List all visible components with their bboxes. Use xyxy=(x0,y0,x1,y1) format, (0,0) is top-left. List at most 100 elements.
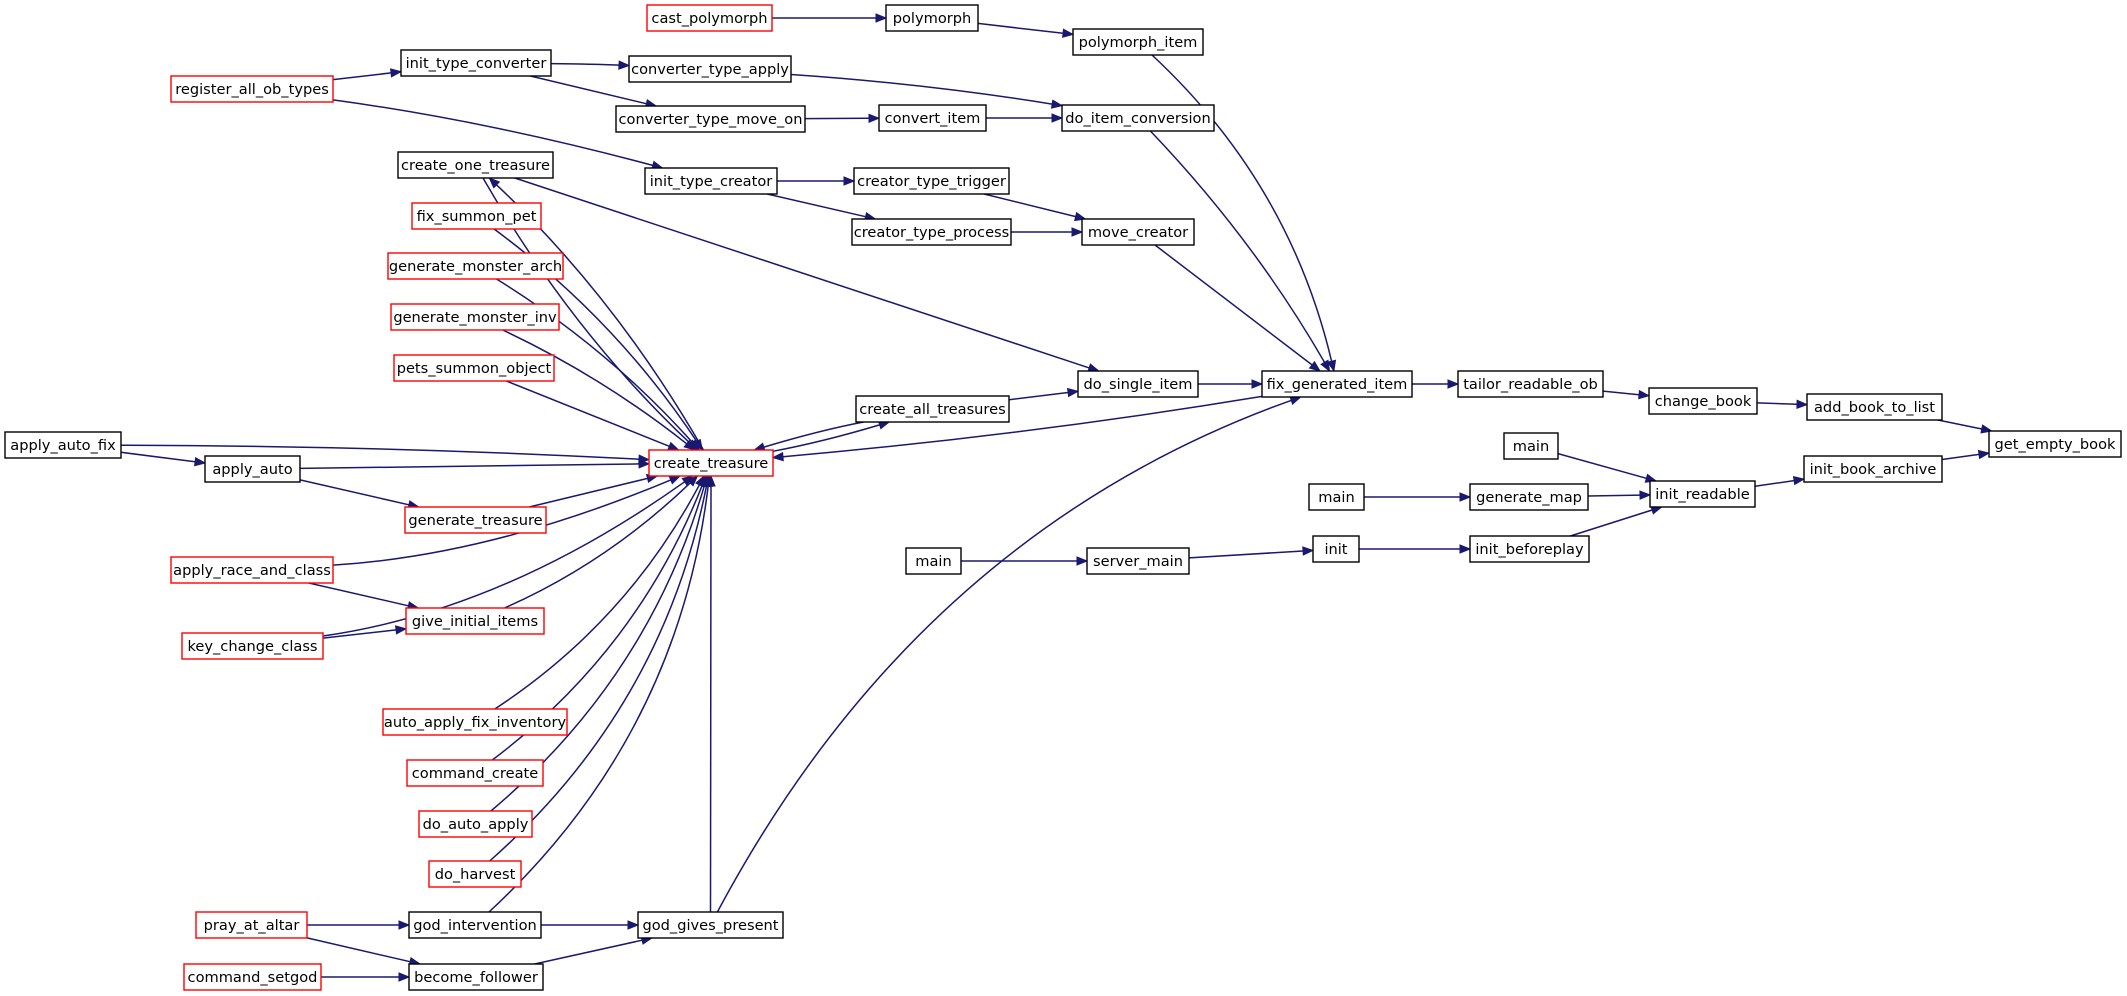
edge-line xyxy=(1008,391,1069,401)
node-create-all-treasures[interactable]: create_all_treasures xyxy=(855,395,1010,423)
node-do-single-item[interactable]: do_single_item xyxy=(1077,370,1199,398)
node-creator-type-trigger[interactable]: creator_type_trigger xyxy=(853,167,1010,195)
node-key-change-class[interactable]: key_change_class xyxy=(181,632,324,660)
edge-create_all_treasures-to-create_treasure xyxy=(753,421,864,452)
edge-do_item_conversion-to-fix_generated_item xyxy=(1149,130,1331,373)
node-box xyxy=(1086,547,1190,575)
node-auto-apply-fix-inventory[interactable]: auto_apply_fix_inventory xyxy=(382,708,568,736)
node-generate-monster-arch[interactable]: generate_monster_arch xyxy=(387,252,564,280)
node-box xyxy=(1072,28,1204,56)
node-server-main[interactable]: server_main xyxy=(1086,547,1190,575)
edge-line xyxy=(322,481,686,637)
node-apply-race-and-class[interactable]: apply_race_and_class xyxy=(170,556,334,584)
node-converter-type-move-on[interactable]: converter_type_move_on xyxy=(615,105,806,133)
edge-pray_at_altar-to-become_follower xyxy=(306,937,422,967)
node-create-treasure[interactable]: create_treasure xyxy=(648,449,774,477)
node-init-book-archive[interactable]: init_book_archive xyxy=(1803,455,1943,483)
node-creator-type-process[interactable]: creator_type_process xyxy=(851,218,1012,246)
node-main-3[interactable]: main xyxy=(905,547,962,575)
edge-line xyxy=(1756,402,1798,406)
node-init[interactable]: init xyxy=(1312,535,1360,563)
arrowhead xyxy=(1320,359,1331,373)
node-label: generate_monster_inv xyxy=(393,309,557,326)
node-do-harvest[interactable]: do_harvest xyxy=(428,860,522,888)
node-generate-monster-inv[interactable]: generate_monster_inv xyxy=(390,303,560,331)
node-init-type-converter[interactable]: init_type_converter xyxy=(400,49,552,77)
node-god-gives-present[interactable]: god_gives_present xyxy=(637,911,784,939)
node-label: converter_type_move_on xyxy=(619,111,803,128)
node-generate-treasure[interactable]: generate_treasure xyxy=(404,506,547,534)
node-do-item-conversion[interactable]: do_item_conversion xyxy=(1061,104,1215,132)
edge-line xyxy=(502,329,688,445)
node-add-book-to-list[interactable]: add_book_to_list xyxy=(1806,393,1943,421)
arrowhead xyxy=(668,475,682,485)
node-apply-auto[interactable]: apply_auto xyxy=(204,455,301,483)
edge-line xyxy=(763,421,864,448)
node-label: create_all_treasures xyxy=(859,401,1005,418)
node-fix-generated-item[interactable]: fix_generated_item xyxy=(1261,370,1413,398)
node-create-one-treasure[interactable]: create_one_treasure xyxy=(397,151,554,179)
node-polymorph-item[interactable]: polymorph_item xyxy=(1072,28,1204,56)
node-pets-summon-object[interactable]: pets_summon_object xyxy=(393,354,555,382)
node-box xyxy=(648,449,774,477)
node-label: init_type_converter xyxy=(406,55,547,72)
node-label: create_treasure xyxy=(654,455,768,472)
arrowhead xyxy=(1639,490,1652,500)
node-convert-item[interactable]: convert_item xyxy=(878,104,987,132)
edge-line xyxy=(120,451,196,463)
node-pray-at-altar[interactable]: pray_at_altar xyxy=(195,911,308,939)
node-get-empty-book[interactable]: get_empty_book xyxy=(1988,430,2122,458)
edge-converter_type_apply-to-do_item_conversion xyxy=(790,73,1064,109)
arrowhead xyxy=(686,475,699,487)
node-init-readable[interactable]: init_readable xyxy=(1649,480,1756,508)
node-box xyxy=(1308,483,1365,511)
node-change-book[interactable]: change_book xyxy=(1648,387,1758,415)
node-main-1[interactable]: main xyxy=(1503,432,1559,460)
node-box xyxy=(646,4,773,32)
edge-init-to-init_beforeplay xyxy=(1359,544,1472,554)
node-label: do_harvest xyxy=(435,866,516,883)
edge-command_setgod-to-become_follower xyxy=(321,972,411,982)
node-box xyxy=(1806,393,1943,421)
arrowhead xyxy=(701,474,712,488)
node-become-follower[interactable]: become_follower xyxy=(408,963,544,991)
node-register-all-ob-types[interactable]: register_all_ob_types xyxy=(170,75,334,103)
node-generate-map[interactable]: generate_map xyxy=(1469,483,1589,511)
arrowhead xyxy=(868,113,881,124)
node-main-2[interactable]: main xyxy=(1308,483,1365,511)
arrowhead xyxy=(1076,556,1089,566)
edge-init_type_converter-to-converter_type_apply xyxy=(550,60,631,70)
edge-line xyxy=(530,75,647,105)
edge-god_gives_present-to-create_treasure xyxy=(706,474,716,913)
node-box xyxy=(1081,218,1195,246)
node-init-beforeplay[interactable]: init_beforeplay xyxy=(1469,535,1590,563)
node-god-intervention[interactable]: god_intervention xyxy=(408,911,542,939)
node-label: pray_at_altar xyxy=(204,917,300,934)
node-command-create[interactable]: command_create xyxy=(406,759,544,787)
node-label: change_book xyxy=(1655,393,1752,410)
node-label: apply_auto_fix xyxy=(10,437,116,454)
nodes-layer: get_empty_book add_book_to_list init_book_… xyxy=(4,4,2122,991)
node-box xyxy=(406,759,544,787)
arrowhead xyxy=(875,13,888,23)
arrowhead xyxy=(390,68,403,78)
node-label: key_change_class xyxy=(187,638,317,655)
edge-register_all_ob_types-to-init_type_converter xyxy=(332,68,403,81)
node-label: init_book_archive xyxy=(1810,461,1937,478)
node-fix-summon-pet[interactable]: fix_summon_pet xyxy=(411,202,542,230)
edge-init_beforeplay-to-init_readable xyxy=(1570,505,1663,537)
node-label: command_create xyxy=(412,765,538,782)
node-apply-auto-fix[interactable]: apply_auto_fix xyxy=(4,431,122,459)
node-polymorph[interactable]: polymorph xyxy=(885,4,979,32)
node-tailor-readable-ob[interactable]: tailor_readable_ob xyxy=(1457,370,1604,398)
node-give-initial-items[interactable]: give_initial_items xyxy=(405,607,545,635)
node-box xyxy=(387,252,564,280)
node-init-type-creator[interactable]: init_type_creator xyxy=(644,167,778,195)
node-converter-type-apply[interactable]: converter_type_apply xyxy=(628,55,792,83)
node-command-setgod[interactable]: command_setgod xyxy=(183,963,322,991)
node-move-creator[interactable]: move_creator xyxy=(1081,218,1195,246)
edge-line xyxy=(514,177,1090,369)
node-cast-polymorph[interactable]: cast_polymorph xyxy=(646,4,773,32)
node-do-auto-apply[interactable]: do_auto_apply xyxy=(418,810,533,838)
edge-create_all_treasures-to-do_single_item xyxy=(1008,387,1080,401)
